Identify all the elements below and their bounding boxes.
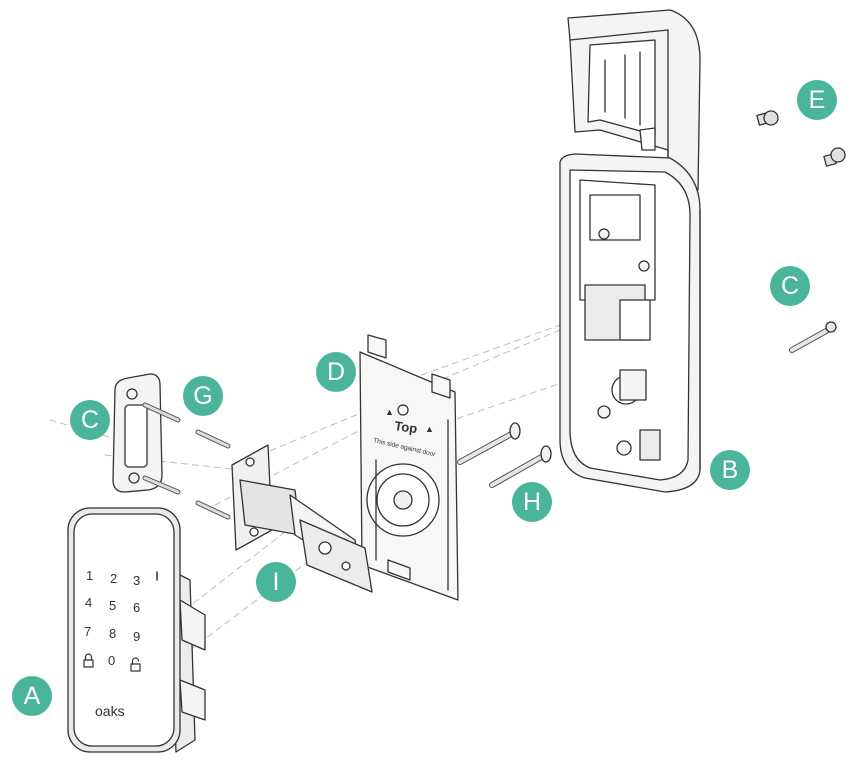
long-screw [789, 321, 837, 353]
svg-text:▲: ▲ [385, 407, 394, 417]
callout-c-left: C [70, 400, 110, 440]
callout-c-right: C [770, 266, 810, 306]
svg-text:▲: ▲ [425, 424, 434, 434]
key-9: 9 [133, 629, 140, 644]
keypad-unit [67, 507, 206, 753]
key-5: 5 [109, 598, 116, 613]
mounting-bolts [457, 422, 552, 488]
mounting-plate: ▲ ▲ Top This side against door [359, 334, 459, 601]
strike-screws [142, 402, 231, 520]
mounting-plate-top-label: Top [394, 418, 419, 436]
callout-b: B [710, 450, 750, 490]
battery-cover [567, 9, 701, 193]
callout-i: I [256, 562, 296, 602]
key-8: 8 [109, 626, 116, 641]
key-0: 0 [108, 653, 115, 668]
keypad-brand: oaks [95, 703, 125, 719]
callout-a: A [12, 676, 52, 716]
callout-e: E [797, 80, 837, 120]
strike-plate [112, 373, 163, 493]
key-4: 4 [85, 595, 92, 610]
key-1: 1 [86, 568, 93, 583]
key-7: 7 [84, 624, 91, 639]
interior-unit [559, 153, 701, 493]
callout-g: G [183, 376, 223, 416]
keypad-keys: 1 2 3 4 5 6 7 8 9 0 oaks [84, 568, 140, 719]
unlock-icon [130, 657, 141, 672]
lock-icon [83, 653, 94, 668]
key-2: 2 [110, 571, 117, 586]
cover-screws [756, 110, 846, 167]
key-6: 6 [133, 600, 140, 615]
key-3: 3 [133, 573, 140, 588]
callout-d: D [316, 352, 356, 392]
callout-h: H [512, 482, 552, 522]
latch-assembly [231, 444, 373, 593]
